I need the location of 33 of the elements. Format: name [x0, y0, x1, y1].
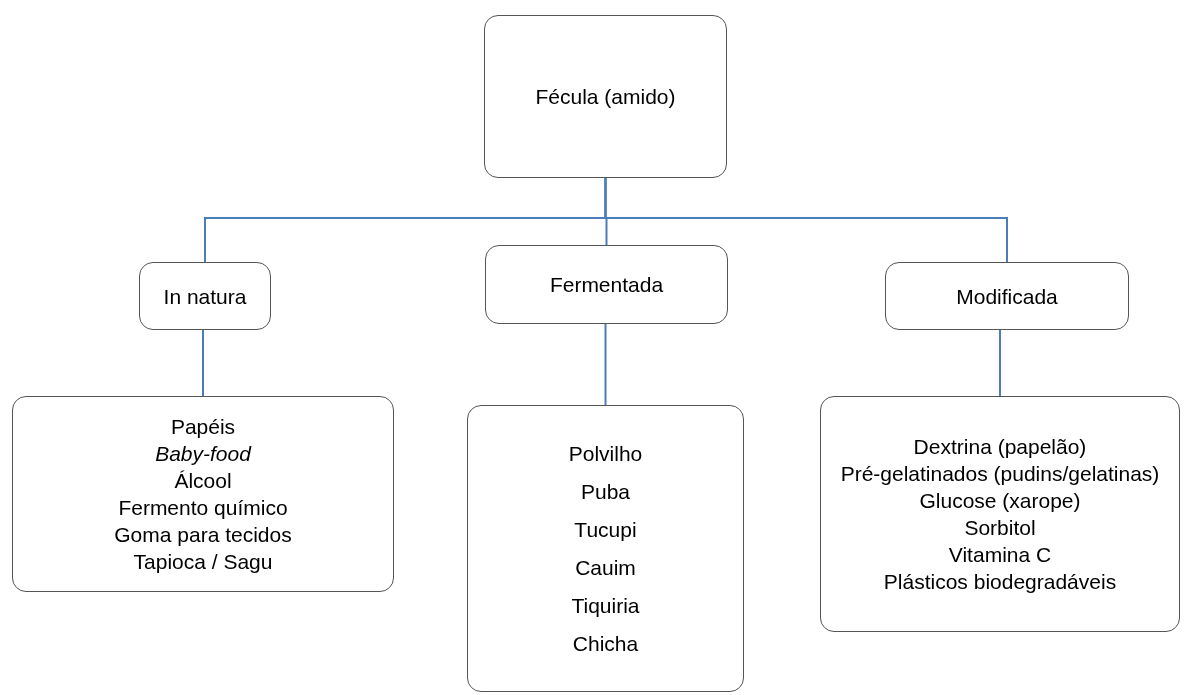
list-item: Goma para tecidos — [114, 522, 292, 548]
list-item: Tucupi — [574, 517, 637, 543]
list-item: Tapioca / Sagu — [133, 549, 273, 575]
list-item: Polvilho — [568, 441, 643, 467]
list-item: Álcool — [174, 468, 232, 494]
list-box — [820, 396, 1180, 632]
connector-line — [604, 177, 1008, 263]
node-label: Modificada — [956, 283, 1058, 310]
list-item: Puba — [580, 479, 630, 505]
list-item: Vitamina C — [948, 542, 1052, 568]
node-label: Fécula (amido) — [535, 84, 676, 110]
list-item: Glucose (xarope) — [919, 488, 1081, 514]
list-item: Dextrina (papelão) — [913, 434, 1087, 460]
list-box — [12, 396, 394, 592]
list-item: Tiquiria — [571, 593, 640, 619]
node-label: In natura — [163, 283, 247, 310]
node-label: Fermentada — [549, 272, 664, 298]
connector-line — [604, 323, 607, 406]
list-item: Cauim — [575, 555, 636, 581]
category-box — [885, 262, 1129, 330]
list-item: Sorbitol — [964, 515, 1036, 541]
list-item: Pré-gelatinados (pudins/gelatinas) — [840, 461, 1160, 487]
category-box — [484, 15, 727, 178]
list-item: Chicha — [572, 631, 639, 657]
list-item: Plásticos biodegradáveis — [883, 569, 1117, 595]
category-box — [485, 245, 728, 324]
list-item: Baby-food — [155, 441, 251, 467]
category-box — [139, 262, 271, 330]
connector-line — [999, 329, 1001, 397]
list-box — [467, 405, 744, 692]
connector-line — [202, 329, 204, 397]
list-item: Papéis — [170, 414, 236, 440]
list-item: Fermento químico — [118, 495, 288, 521]
